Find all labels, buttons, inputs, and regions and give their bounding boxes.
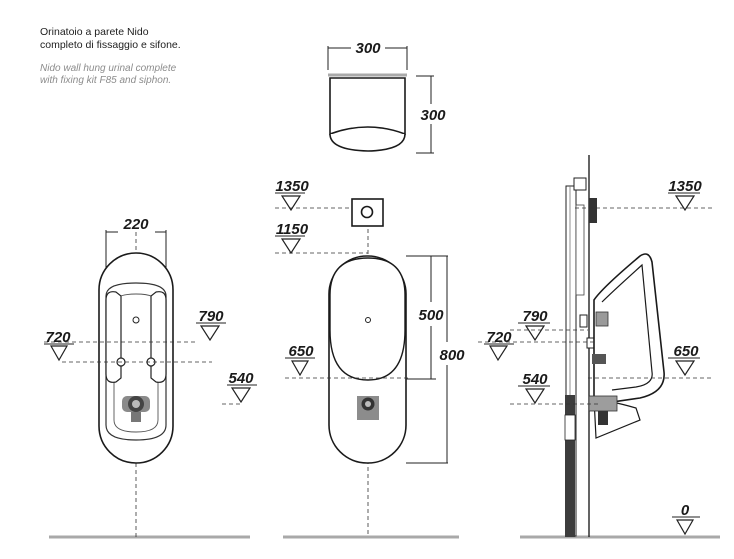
- title-italian-line2: completo di fissaggio e sifone.: [40, 39, 181, 51]
- title-english-line1: Nido wall hung urinal complete: [40, 63, 177, 74]
- product-description: Orinatoio a parete Nido completo di fiss…: [40, 26, 260, 87]
- level-side-1350: 1350: [668, 178, 702, 195]
- level-center-1350: 1350: [275, 178, 309, 195]
- dim-front-width: 220: [122, 216, 149, 233]
- level-front-790: 790: [198, 308, 224, 325]
- level-side-540: 540: [522, 371, 548, 388]
- level-center-1150: 1150: [276, 221, 309, 238]
- level-front-720: 720: [45, 329, 71, 346]
- level-side-650: 650: [673, 343, 699, 360]
- side-view: 1350 790 720 650 540 0: [478, 155, 720, 539]
- level-side-720: 720: [486, 329, 512, 346]
- level-front-540: 540: [228, 370, 254, 387]
- dim-top-depth: 300: [420, 107, 446, 124]
- front-view: 220 720 790 540: [44, 216, 257, 539]
- center-view: 1350 1150 650 500 800: [275, 178, 465, 539]
- dim-top-width: 300: [355, 40, 381, 57]
- title-italian-line1: Orinatoio a parete Nido: [40, 26, 149, 38]
- level-center-650: 650: [288, 343, 314, 360]
- level-side-790: 790: [522, 308, 548, 325]
- top-view: 300 300: [327, 40, 446, 154]
- dim-center-800: 800: [439, 347, 465, 364]
- level-side-0: 0: [681, 502, 690, 519]
- title-english-line2: with fixing kit F85 and siphon.: [40, 75, 172, 86]
- dim-center-500: 500: [418, 307, 444, 324]
